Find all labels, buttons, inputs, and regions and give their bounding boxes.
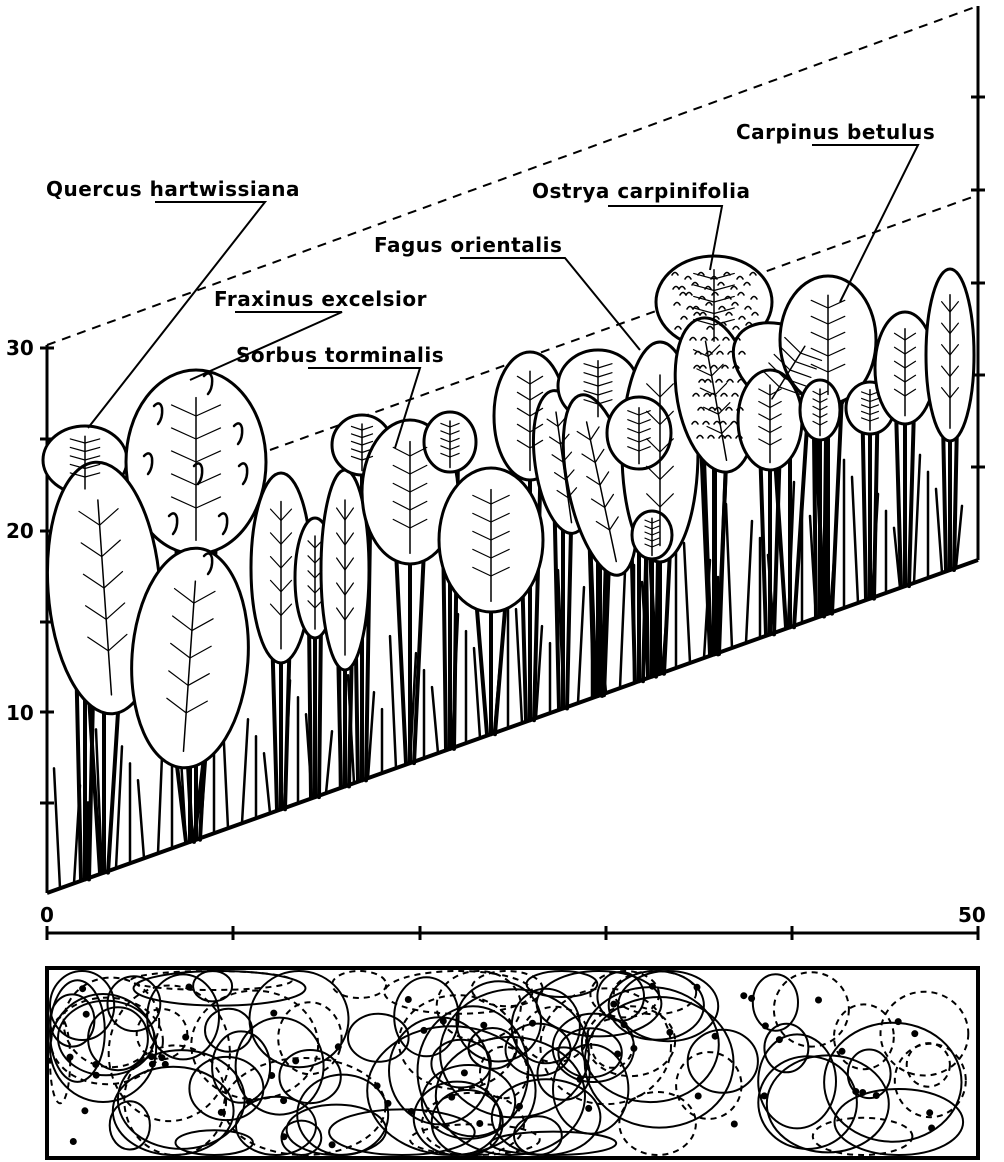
height-tick-label-20: 20: [6, 519, 34, 543]
crown-projection-frame: [47, 968, 978, 1158]
right-axis: [971, 6, 985, 560]
tree-crowns: [39, 256, 974, 772]
distance-start-label: 0: [40, 903, 54, 927]
height-tick-label-10: 10: [6, 701, 34, 725]
label-carpinus-betulus: Carpinus betulus: [736, 120, 935, 144]
label-quercus-hartwissiana: Quercus hartwissiana: [46, 177, 300, 201]
distance-end-label: 50: [958, 903, 986, 927]
label-ostrya-carpinifolia: Ostrya carpinifolia: [532, 179, 750, 203]
distance-axis: [47, 926, 978, 940]
label-fraxinus-excelsior: Fraxinus excelsior: [214, 287, 427, 311]
height-tick-label-30: 30: [6, 336, 34, 360]
label-sorbus-torminalis: Sorbus torminalis: [236, 343, 444, 367]
label-fagus-orientalis: Fagus orientalis: [374, 233, 562, 257]
leader-fagus: [460, 258, 640, 350]
